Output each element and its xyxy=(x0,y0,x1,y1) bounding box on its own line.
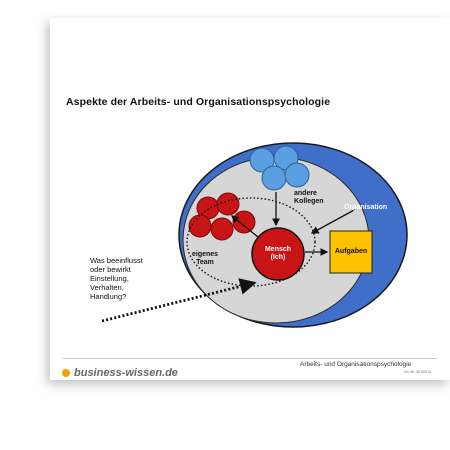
team-member-circle xyxy=(210,217,234,241)
organisation-label: Organisation xyxy=(344,204,388,211)
person-label: Mensch (Ich) xyxy=(258,246,298,262)
question-line: Handlung? xyxy=(90,292,127,301)
colleague-circle xyxy=(261,165,287,191)
document-title: Arbeits- und Organisationspsychologie xyxy=(300,361,412,368)
question-line: oder bewirkt xyxy=(90,265,131,274)
page-title: Aspekte der Arbeits- und Organisationsps… xyxy=(66,96,331,108)
influence-arrow xyxy=(101,278,257,323)
colleagues-cluster xyxy=(249,145,310,191)
brand-dot-icon xyxy=(62,369,70,378)
brand-logo: business-wissen.de xyxy=(62,367,178,379)
arrow-person-to-team xyxy=(230,215,259,238)
person-circle xyxy=(251,227,305,281)
question-line: Verhalten, xyxy=(90,283,124,292)
colleagues-label-line1: andere xyxy=(294,190,317,197)
team-cluster xyxy=(188,192,256,241)
team-member-circle xyxy=(232,210,256,234)
person-label-line2: (Ich) xyxy=(270,254,286,261)
question-line: Einstellung, xyxy=(90,274,129,283)
tasks-box xyxy=(329,230,373,274)
team-member-circle xyxy=(216,192,240,216)
footer-divider xyxy=(62,358,437,359)
arrow-organisation-to-area xyxy=(310,208,357,234)
person-label-line1: Mensch xyxy=(264,246,292,253)
team-member-circle xyxy=(188,214,212,238)
diagram xyxy=(101,142,408,328)
brand-name: business-wissen.de xyxy=(74,367,178,379)
document-page: Aspekte der Arbeits- und Organisationsps… xyxy=(50,18,450,380)
team-label-line1: eigenes xyxy=(192,251,219,258)
influence-question: Was beeinflusst oder bewirkt Einstellung… xyxy=(90,256,160,301)
question-line: Was beeinflusst xyxy=(90,256,143,265)
colleague-circle xyxy=(284,162,310,188)
article-number: Art.-Nr. 38.085.01 xyxy=(404,370,432,374)
tasks-label: Aufgaben xyxy=(334,248,368,255)
colleagues-label: andere Kollegen xyxy=(294,190,324,206)
team-label: eigenes Team xyxy=(192,251,218,267)
colleagues-label-line2: Kollegen xyxy=(294,198,324,205)
team-label-line2: Team xyxy=(196,259,214,266)
